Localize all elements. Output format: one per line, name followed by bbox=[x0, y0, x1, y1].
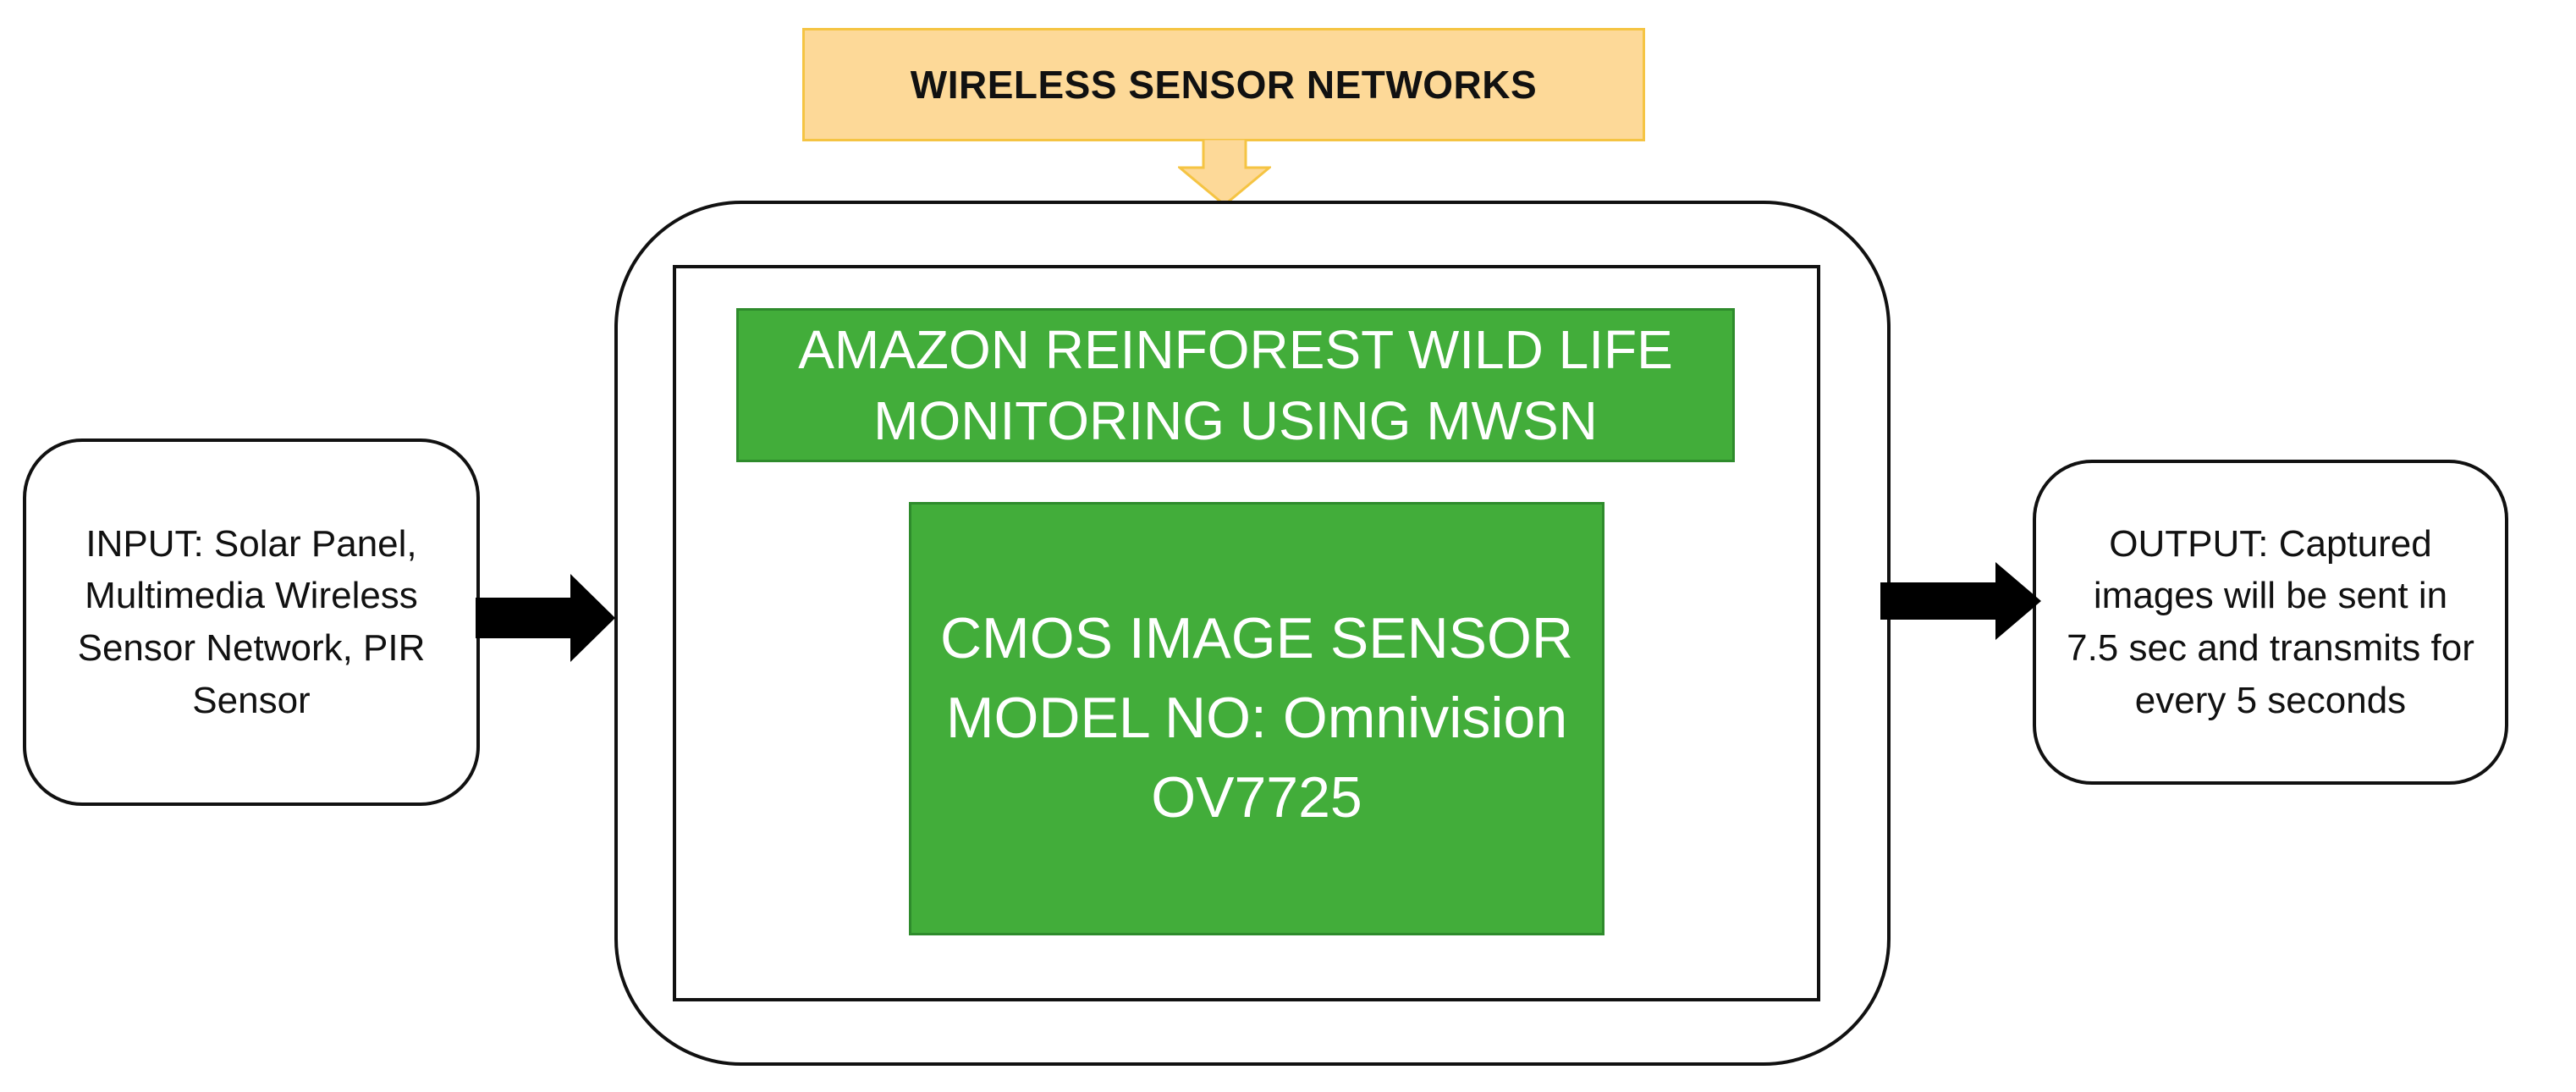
cmos-sensor-box: CMOS IMAGE SENSOR MODEL NO: Omnivision O… bbox=[909, 502, 1604, 935]
project-title-text: AMAZON REINFOREST WILD LIFE MONITORING U… bbox=[798, 318, 1673, 451]
wsn-banner-title: WIRELESS SENSOR NETWORKS bbox=[910, 63, 1538, 107]
output-text: OUTPUT: Captured images will be sent in … bbox=[2067, 522, 2474, 721]
wsn-banner: WIRELESS SENSOR NETWORKS bbox=[802, 28, 1645, 141]
input-box: INPUT: Solar Panel, Multimedia Wireless … bbox=[23, 438, 480, 806]
right-arrow-icon bbox=[476, 574, 615, 662]
cmos-sensor-text: CMOS IMAGE SENSOR MODEL NO: Omnivision O… bbox=[939, 606, 1574, 830]
project-title-box: AMAZON REINFOREST WILD LIFE MONITORING U… bbox=[736, 308, 1735, 462]
right-arrow-icon bbox=[1880, 562, 2041, 640]
input-text: INPUT: Solar Panel, Multimedia Wireless … bbox=[77, 522, 426, 721]
output-box: OUTPUT: Captured images will be sent in … bbox=[2033, 460, 2508, 785]
down-arrow-icon bbox=[1178, 139, 1271, 207]
